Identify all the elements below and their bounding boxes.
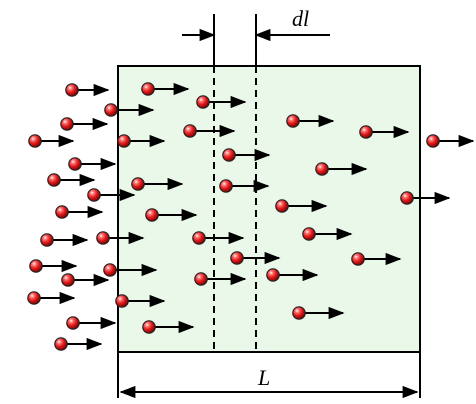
particle-ball <box>96 231 110 245</box>
particle-ball <box>66 316 80 330</box>
particle <box>142 320 195 334</box>
particle <box>183 124 236 138</box>
particle-ball <box>47 173 61 187</box>
particle <box>60 117 109 131</box>
particle <box>54 337 103 351</box>
particle <box>194 272 247 286</box>
particle <box>275 199 328 213</box>
particle-ball <box>230 251 244 265</box>
region <box>117 65 421 353</box>
particle-ball <box>219 179 233 193</box>
particle <box>47 173 96 187</box>
particle <box>426 134 475 148</box>
particle-ball <box>400 191 414 205</box>
dl-label: dl <box>292 6 309 31</box>
particle-ball <box>54 337 68 351</box>
particle <box>29 259 78 273</box>
length-dimension: L <box>117 352 421 399</box>
region-box <box>117 65 421 353</box>
particle <box>131 177 184 191</box>
particle-ball <box>266 268 280 282</box>
particle-ball <box>131 177 145 191</box>
particle <box>286 114 335 128</box>
particle <box>87 188 136 202</box>
particle-ball <box>426 134 440 148</box>
particle <box>145 208 198 222</box>
particle <box>292 306 345 320</box>
particle-ball <box>60 117 74 131</box>
particle-ball <box>194 272 208 286</box>
particle-ball <box>55 205 69 219</box>
particle <box>359 125 410 139</box>
particle-ball <box>141 82 155 96</box>
particle <box>27 291 76 305</box>
particle-ball <box>196 95 210 109</box>
particle <box>117 134 166 148</box>
particle <box>230 251 281 265</box>
particle-ball <box>315 162 329 176</box>
particle-ball <box>28 134 42 148</box>
particle-ball <box>68 157 82 171</box>
particle-ball <box>292 306 306 320</box>
particle <box>65 83 110 97</box>
particle-ball <box>351 252 365 266</box>
particle <box>219 179 270 193</box>
particle-ball <box>103 263 117 277</box>
particle <box>315 162 368 176</box>
particle <box>40 233 89 247</box>
particle-ball <box>27 291 41 305</box>
particle-ball <box>286 114 300 128</box>
particle <box>96 231 145 245</box>
particle <box>266 268 319 282</box>
particle <box>61 273 110 287</box>
particle <box>28 134 75 148</box>
length-label: L <box>257 365 270 390</box>
dl-dimension: dl <box>182 6 330 66</box>
particle-ball <box>29 259 43 273</box>
particle <box>103 263 158 277</box>
particle-ball <box>275 199 289 213</box>
particle <box>222 148 271 162</box>
particle-ball <box>222 148 236 162</box>
particle-ball <box>61 273 75 287</box>
particle <box>141 82 190 96</box>
particle-ball <box>117 134 131 148</box>
particle-ball <box>40 233 54 247</box>
particle <box>104 103 155 117</box>
particle <box>192 231 245 245</box>
particle-ball <box>115 294 129 308</box>
particle <box>302 227 353 241</box>
particle-ball <box>104 103 118 117</box>
particle <box>400 191 451 205</box>
particle <box>66 316 117 330</box>
particle <box>55 205 104 219</box>
particle <box>68 157 117 171</box>
particle-ball <box>65 83 79 97</box>
particles <box>27 82 475 351</box>
particle-ball <box>87 188 101 202</box>
particle-ball <box>142 320 156 334</box>
particle-ball <box>192 231 206 245</box>
particle <box>351 252 402 266</box>
particle <box>196 95 247 109</box>
particle-ball <box>145 208 159 222</box>
particle-ball <box>359 125 373 139</box>
particle <box>115 294 166 308</box>
particle-ball <box>302 227 316 241</box>
particle-ball <box>183 124 197 138</box>
